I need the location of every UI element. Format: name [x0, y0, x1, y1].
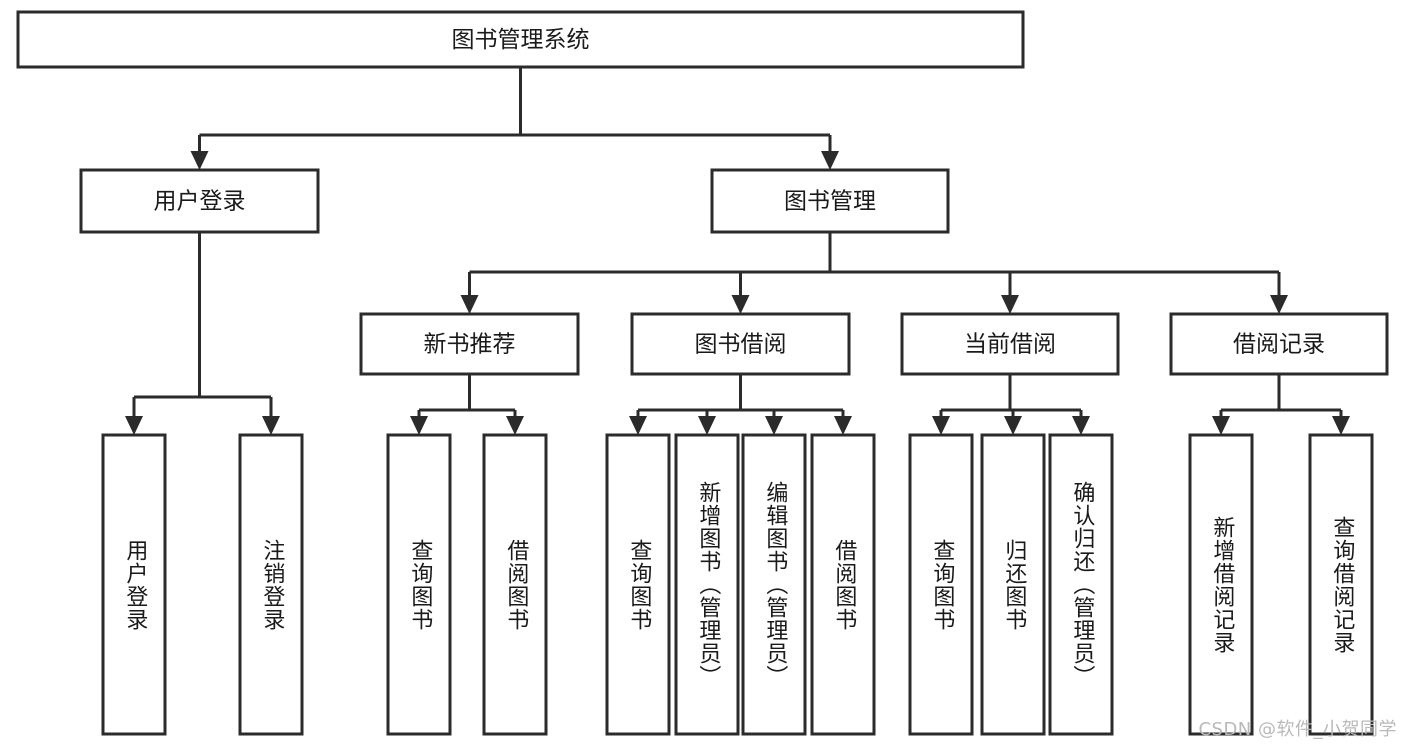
node-level3-0[interactable] — [359, 312, 580, 376]
node-level3-1-label: 图书借阅 — [695, 332, 787, 358]
leaf-node-0[interactable] — [101, 433, 167, 736]
leaf-node-8[interactable] — [908, 433, 974, 736]
leaf-node-2[interactable] — [386, 433, 452, 736]
arrow-head-icon-root-to-user-login — [190, 151, 209, 170]
node-level3-1[interactable] — [630, 312, 851, 376]
arrow-head-icon-book-mgmt-1 — [731, 295, 750, 314]
leaf-node-12[interactable] — [1308, 433, 1374, 736]
arrow-head-icon-新书推荐-0 — [410, 416, 428, 435]
arrow-head-icon-book-mgmt-2 — [1001, 295, 1019, 314]
node-level3-2-label: 当前借阅 — [964, 332, 1056, 358]
arrow-head-icon-图书借阅-1 — [698, 416, 716, 435]
node-book-management[interactable] — [710, 168, 950, 234]
arrow-head-icon-图书借阅-3 — [834, 416, 852, 435]
arrow-head-icon-book-mgmt-3 — [1270, 295, 1288, 314]
node-level3-0-label: 新书推荐 — [424, 332, 516, 358]
node-level3-3[interactable] — [1169, 312, 1389, 376]
arrow-head-icon-user-login-0 — [125, 416, 143, 435]
leaf-node-11[interactable] — [1188, 433, 1254, 736]
leaf-node-1[interactable] — [238, 433, 304, 736]
arrow-head-icon-root-to-book-mgmt — [821, 151, 839, 170]
leaf-node-5[interactable] — [674, 433, 740, 736]
arrow-head-icon-借阅记录-1 — [1332, 416, 1350, 435]
arrow-head-icon-user-login-1 — [262, 416, 280, 435]
arrow-head-icon-book-mgmt-0 — [460, 295, 479, 314]
arrow-head-icon-当前借阅-0 — [932, 416, 950, 435]
leaf-node-9[interactable] — [980, 433, 1046, 736]
arrow-head-icon-当前借阅-2 — [1072, 416, 1090, 435]
root-node-system[interactable] — [16, 10, 1025, 69]
arrow-head-icon-借阅记录-0 — [1212, 416, 1230, 435]
leaf-node-4[interactable] — [605, 433, 671, 736]
leaf-node-6[interactable] — [741, 433, 807, 736]
arrow-head-icon-图书借阅-0 — [629, 416, 647, 435]
node-user-login[interactable] — [79, 168, 320, 234]
leaf-node-3[interactable] — [482, 433, 548, 736]
leaf-node-7[interactable] — [810, 433, 876, 736]
root-node-system-label: 图书管理系统 — [452, 27, 590, 53]
node-level3-2[interactable] — [900, 312, 1120, 376]
leaf-node-10[interactable] — [1048, 433, 1114, 736]
arrow-head-icon-新书推荐-1 — [506, 416, 524, 435]
node-user-login-label: 用户登录 — [154, 189, 246, 215]
connector-layer — [125, 67, 1350, 435]
arrow-head-icon-当前借阅-1 — [1004, 416, 1022, 435]
node-book-management-label: 图书管理 — [784, 189, 876, 215]
watermark: CSDN @软件_小贺同学 — [1198, 719, 1397, 740]
arrow-head-icon-图书借阅-2 — [765, 416, 783, 435]
node-level3-3-label: 借阅记录 — [1233, 332, 1325, 358]
